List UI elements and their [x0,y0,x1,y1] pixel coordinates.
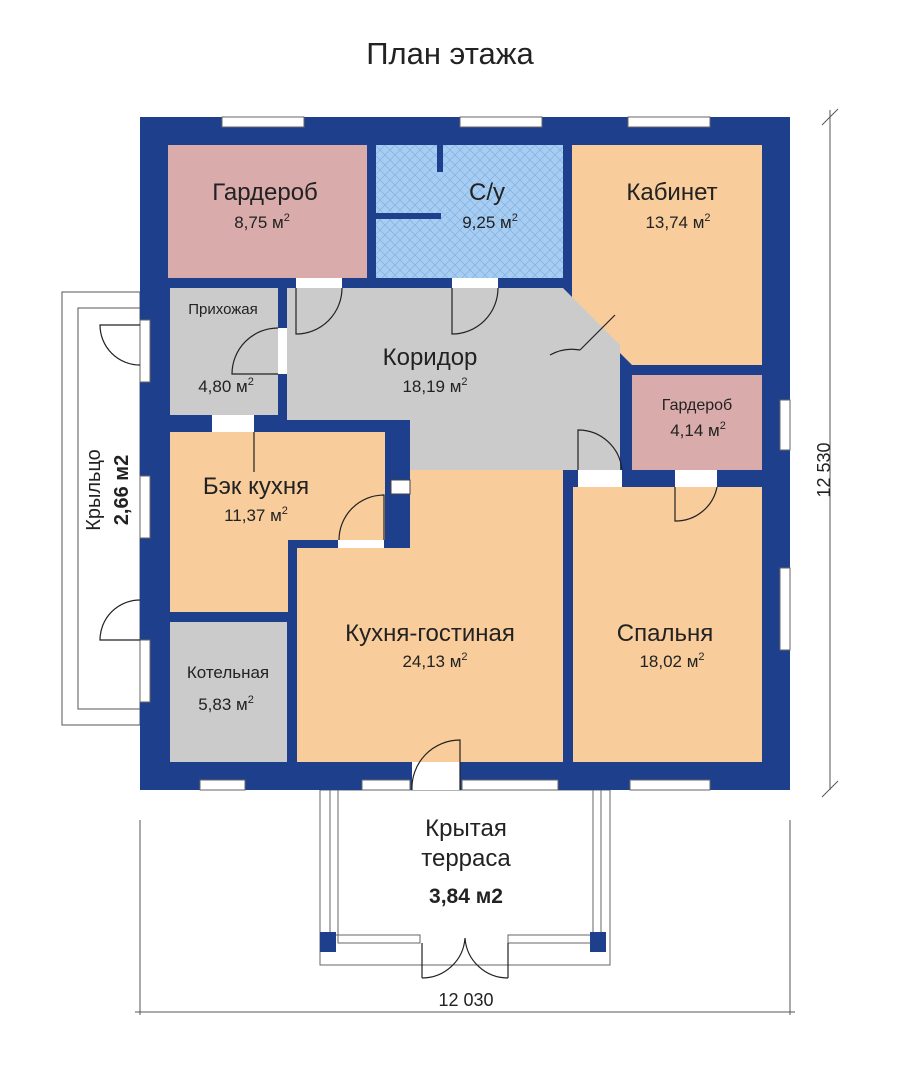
room-name: Котельная [187,663,269,682]
room-name: Бэк кухня [203,473,309,500]
room-name: Спальня [617,620,713,647]
terrace-outline [319,789,611,979]
room-corridor [287,288,620,470]
room-name: Гардероб [212,179,318,206]
room-office [572,145,762,365]
room-kitchen-living [297,470,563,762]
room-boiler [170,622,287,762]
dimension-width: 12 030 [438,990,493,1010]
windows [139,116,791,791]
room-bathroom [376,145,563,278]
svg-text:13,74 м2: 13,74 м2 [645,212,710,232]
doors [99,278,718,791]
room-labels: Гардероб 8,75 м2 С/у 9,25 м2 Кабинет 13,… [83,179,834,1010]
room-name: Кухня-гостиная [345,620,515,647]
room-wardrobe-1 [168,145,367,278]
terrace-area: 3,84 м2 [429,885,503,908]
svg-text:18,19 м2: 18,19 м2 [402,376,467,396]
room-name: Прихожая [188,301,258,318]
room-bedroom [573,487,762,762]
svg-text:4,14 м2: 4,14 м2 [670,420,726,440]
svg-text:9,25 м2: 9,25 м2 [462,212,518,232]
terrace-label-1: Крытая [425,815,507,842]
room-name: Кабинет [626,179,717,206]
room-name: Гардероб [662,397,732,414]
room-name: Коридор [383,344,478,371]
dimension-height: 12 530 [814,442,834,497]
plan-title: План этажа [366,36,534,71]
svg-text:24,13 м2: 24,13 м2 [402,651,467,671]
room-wardrobe-2 [632,375,762,470]
svg-text:5,83 м2: 5,83 м2 [198,694,254,714]
dimension-lines [135,108,839,1015]
terrace-label-2: терраса [421,845,511,872]
svg-text:4,80 м2: 4,80 м2 [198,376,254,396]
svg-text:11,37 м2: 11,37 м2 [224,505,288,525]
svg-text:18,02 м2: 18,02 м2 [639,651,704,671]
room-name: С/у [469,179,505,206]
room-back-kitchen [170,432,385,612]
porch-label: Крыльцо [83,449,105,531]
porch-area: 2,66 м2 [111,455,133,525]
svg-text:8,75 м2: 8,75 м2 [234,212,290,232]
room-hallway [170,288,278,415]
